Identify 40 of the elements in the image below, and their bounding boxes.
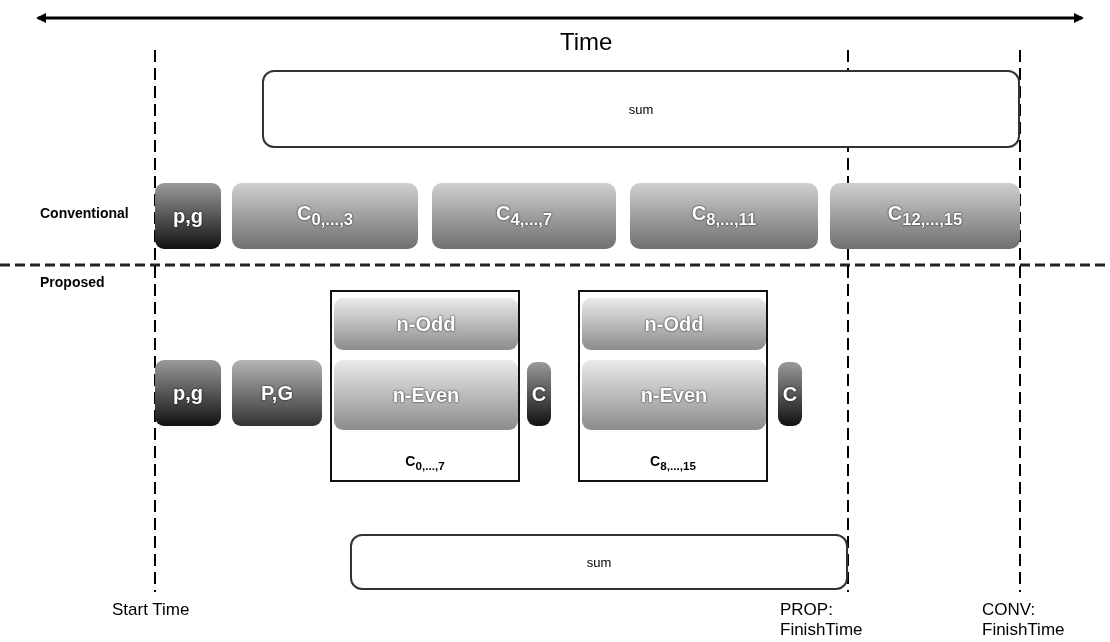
block-label: C$_{12,...,15}$ [887,202,963,230]
block-label: C$_{0,...,3}$ [296,202,354,230]
operation-block [778,362,802,426]
carry-block [630,183,818,249]
carry-block [582,298,766,350]
carry-block [432,183,616,249]
carry-group-box [330,290,520,482]
block-label: p,g [173,381,203,405]
block-label: sum [628,101,654,117]
carry-block [334,360,518,430]
time-label: PROP: FinishTime [780,600,864,640]
operation-block [527,362,551,426]
block-label: C$_{8,...,11}$ [691,202,757,230]
axis-title: Time [560,28,613,56]
row-label: Proposed [40,274,105,290]
sum-bar [262,70,1020,148]
block-label: C [531,382,547,406]
row-label: Conventional [40,205,129,221]
time-label: CONV: FinishTime [982,600,1066,640]
block-label: n-Odd [644,312,704,336]
sum-bar [350,534,848,590]
block-label: p,g [173,204,203,228]
carry-block [334,298,518,350]
carry-group-box [578,290,768,482]
block-label: n-Even [392,383,460,407]
block-label: n-Even [640,383,708,407]
block-label: C [782,382,798,406]
block-label: n-Odd [396,312,456,336]
carry-block [232,183,418,249]
carry-block [582,360,766,430]
operation-block [155,360,221,426]
operation-block [232,360,322,426]
block-label: P,G [261,381,293,405]
block-label: sum [586,554,612,570]
block-label: C$_{4,...,7}$ [495,202,553,230]
time-label: Start Time [112,600,190,620]
group-label: C$_{0,...,7}$ [404,453,446,472]
operation-block [155,183,221,249]
carry-block [830,183,1020,249]
group-label: C$_{8,...,15}$ [649,453,697,472]
